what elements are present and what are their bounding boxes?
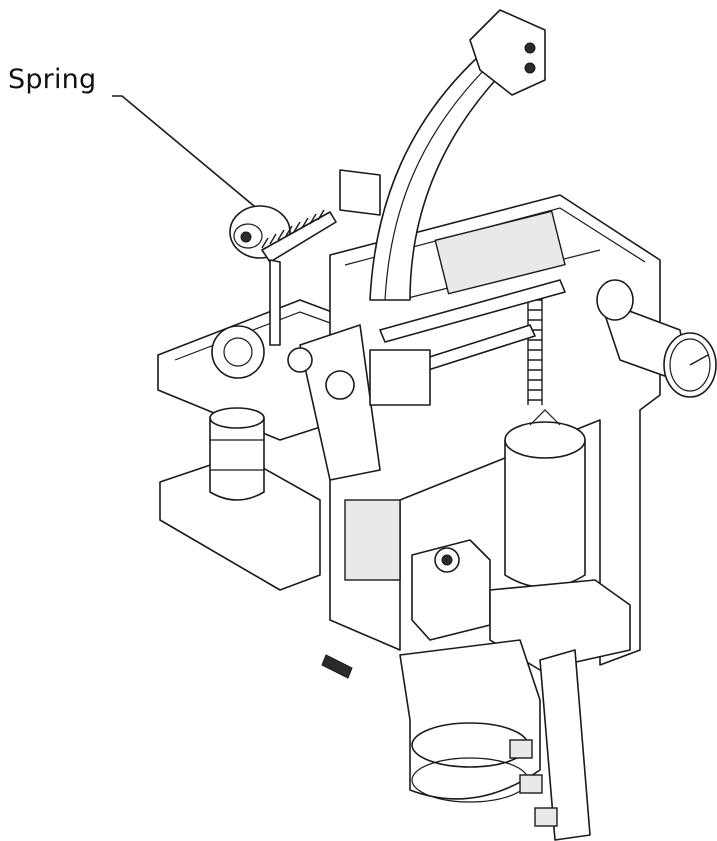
motor-cylinder (504, 409, 586, 589)
linkage-bars (299, 279, 566, 481)
mid-block (411, 539, 631, 671)
connector-rail (509, 649, 591, 841)
spring-callout-label: Spring (8, 64, 97, 95)
curved-arm (369, 9, 546, 301)
small-coil-spring (321, 654, 353, 679)
main-frame (329, 194, 661, 666)
spring-leader-line (112, 95, 279, 227)
lower-left-plate (159, 407, 321, 591)
vertical-spring (527, 295, 543, 405)
inner-mechanism (287, 347, 431, 581)
spring-coil (261, 209, 325, 249)
lower-housing (399, 639, 541, 803)
spring-assembly (229, 169, 381, 346)
right-dial (596, 279, 717, 398)
